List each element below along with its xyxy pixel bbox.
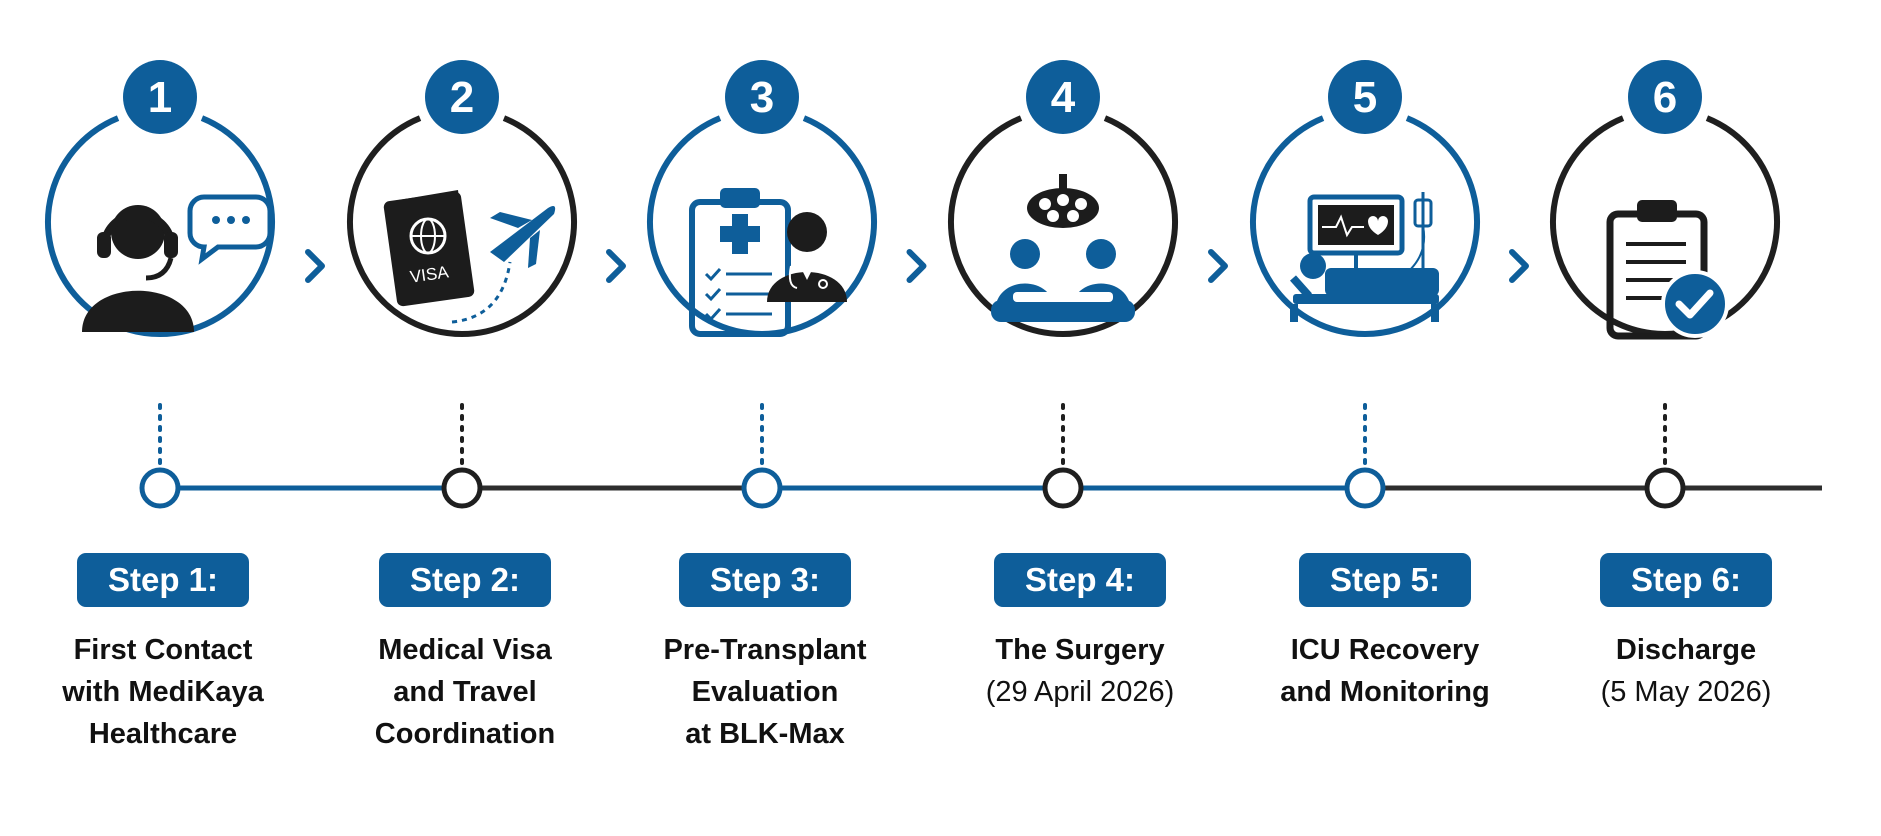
- step-6-text: Step 6: Discharge (5 May 2026): [1556, 553, 1816, 713]
- icu-bed-monitor-icon: [1290, 192, 1439, 322]
- step-number-badge: [425, 60, 499, 134]
- step-number-badge: [1026, 60, 1100, 134]
- step-description-line: (5 May 2026): [1600, 676, 1772, 708]
- step-number: 4: [1051, 73, 1076, 122]
- step-description-line: and Monitoring: [1280, 676, 1490, 708]
- step-4-text: Step 4: The Surgery (29 April 2026): [950, 553, 1210, 713]
- step-ring: [1250, 115, 1480, 337]
- step-number-badge: [123, 60, 197, 134]
- step-3: 3: [647, 60, 877, 509]
- step-description-line: Pre-Transplant: [663, 634, 867, 666]
- step-ring: [347, 115, 577, 337]
- chevron-right-icon: [906, 249, 927, 283]
- step-description-line: Medical Visa: [378, 634, 552, 666]
- surgery-team-icon: [991, 174, 1135, 322]
- chevron-right-icon: [1509, 249, 1529, 283]
- step-label-pill: Step 2:: [378, 553, 552, 607]
- step-number: 2: [450, 73, 474, 122]
- step-number-badge: [1628, 60, 1702, 134]
- step-5: 5: [1250, 60, 1480, 509]
- customer-support-headset-icon: [82, 194, 273, 332]
- step-number: 5: [1353, 73, 1377, 122]
- step-label-pill: Step 1:: [76, 553, 250, 607]
- clipboard-checkmark-icon: [1606, 200, 1729, 340]
- step-ring: [948, 115, 1178, 337]
- timeline-node: [1042, 467, 1084, 509]
- step-description-line: The Surgery: [995, 634, 1165, 666]
- chevron-right-icon: [606, 249, 626, 283]
- timeline-node: [741, 467, 783, 509]
- step-ring: [45, 115, 275, 337]
- step-number: 3: [750, 73, 774, 122]
- timeline-node: [441, 467, 483, 509]
- step-description-line: and Travel: [393, 676, 537, 708]
- step-label-pill: Step 6:: [1599, 553, 1773, 607]
- step-number: 6: [1653, 73, 1677, 122]
- timeline-node: [1344, 467, 1386, 509]
- step-description: ICU Recovery and Monitoring: [1255, 629, 1515, 713]
- step-number: 1: [148, 73, 172, 122]
- step-1: 1: [45, 60, 275, 509]
- step-description-line: at BLK-Max: [685, 718, 845, 750]
- step-description-line: Healthcare: [88, 718, 238, 750]
- step-description-line: Discharge: [1615, 634, 1757, 666]
- step-description-line: (29 April 2026): [985, 676, 1175, 708]
- step-label-pill: Step 3:: [678, 553, 852, 607]
- timeline-node: [139, 467, 181, 509]
- step-label-pill: Step 5:: [1298, 553, 1472, 607]
- step-number-badge: [725, 60, 799, 134]
- step-description-line: with MediKaya: [62, 676, 264, 708]
- passport-visa-airplane-icon: VISA: [383, 190, 556, 324]
- step-6: 6: [1550, 60, 1780, 509]
- chevron-right-icon: [305, 249, 325, 283]
- step-5-text: Step 5: ICU Recovery and Monitoring: [1255, 553, 1515, 713]
- step-4: 4: [948, 60, 1178, 509]
- step-description-line: Coordination: [374, 718, 556, 750]
- step-description-line: Evaluation: [691, 676, 839, 708]
- step-description-line: First Contact: [73, 634, 253, 666]
- step-description-line: ICU Recovery: [1290, 634, 1480, 666]
- step-description: The Surgery (29 April 2026): [950, 629, 1210, 713]
- clipboard-doctor-icon: [689, 188, 847, 337]
- step-label-pill: Step 4:: [993, 553, 1167, 607]
- chevron-right-icon: [1208, 249, 1228, 283]
- timeline-node: [1644, 467, 1686, 509]
- step-description: Discharge (5 May 2026): [1556, 629, 1816, 713]
- step-number-badge: [1328, 60, 1402, 134]
